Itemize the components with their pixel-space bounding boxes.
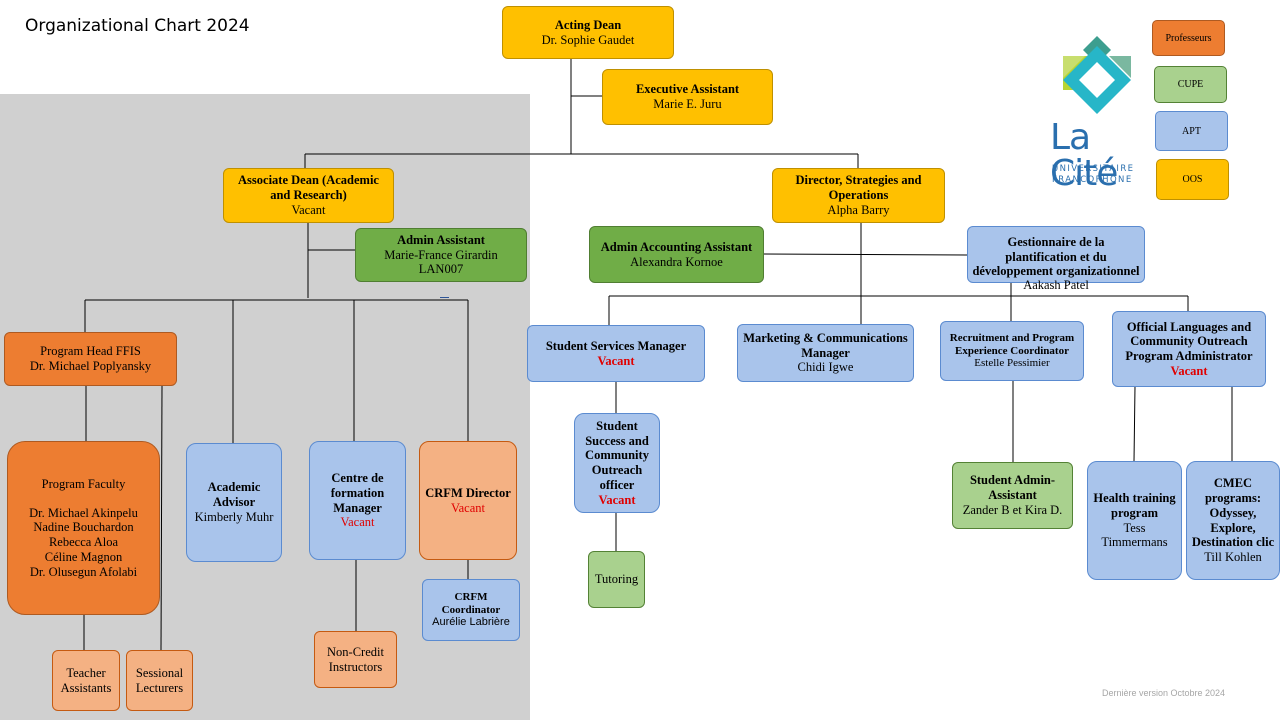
cmec-box: CMEC programs: Odyssey, Explore, Destina… [1186,461,1280,580]
legend-professeurs: Professeurs [1152,20,1225,56]
student-services-name: Vacant [597,353,635,368]
teacher-assistants-box: Teacher Assistants [52,650,120,711]
footer-version: Dernière version Octobre 2024 [1102,688,1226,698]
marketing-box: Marketing & Communications Manager Chidi… [737,324,914,382]
non-credit-title: Non-Credit Instructors [327,644,384,674]
program-faculty-title: Program Faculty [41,476,126,491]
admin-accounting-title: Admin Accounting Assistant [600,239,753,254]
program-head-box: Program Head FFIS Dr. Michael Poplyansky [4,332,177,386]
official-languages-box: Official Languages and Community Outreac… [1112,311,1266,387]
gestionnaire-name: Aakash Patel [1023,277,1089,292]
crfm-director-box: CRFM Director Vacant [419,441,517,560]
health-training-box: Health training program Tess Timmermans [1087,461,1182,580]
crfm-coordinator-box: CRFM Coordinator Aurélie Labrière [422,579,520,641]
acting-dean-box: Acting Dean Dr. Sophie Gaudet [502,6,674,59]
official-languages-title: Official Languages and Community Outreac… [1125,319,1253,364]
gestionnaire-title: Gestionnaire de la plantification et du … [972,234,1140,279]
legend-oos: OOS [1156,159,1229,200]
admin-assistant-box: Admin Assistant Marie-France Girardin LA… [355,228,527,282]
director-box: Director, Strategies and Operations Alph… [772,168,945,223]
faculty-member: Céline Magnon [44,549,123,564]
admin-assistant-name: Marie-France Girardin [384,247,498,262]
associate-dean-title: Associate Dean (Academic and Research) [238,173,379,203]
marketing-name: Chidi Igwe [797,360,854,375]
crfm-coordinator-name: Aurélie Labrière [432,616,510,629]
faculty-member: Dr. Olusegun Afolabi [29,564,138,579]
associate-dean-name: Vacant [291,202,326,217]
associate-dean-box: Associate Dean (Academic and Research) V… [223,168,394,223]
executive-assistant-title: Executive Assistant [635,82,740,97]
executive-assistant-box: Executive Assistant Marie E. Juru [602,69,773,125]
logo-brand: La Cité [1050,117,1118,194]
legend-label: OOS [1182,174,1203,185]
cmec-title: CMEC programs: Odyssey, Explore, Destina… [1191,476,1275,550]
recruitment-name: Estelle Pessimier [974,357,1050,370]
sessional-lecturers-title: Sessional Lecturers [135,665,184,695]
small-mark [440,297,449,298]
crfm-director-title: CRFM Director [425,485,511,500]
gestionnaire-box: Gestionnaire de la plantification et du … [967,226,1145,283]
logo-tagline-2: FRANCOPHONE [1052,175,1133,185]
student-success-name: Vacant [598,492,636,507]
tutoring-box: Tutoring [588,551,645,608]
admin-assistant-title: Admin Assistant [397,232,485,247]
recruitment-box: Recruitment and Program Experience Coord… [940,321,1084,381]
official-languages-name: Vacant [1170,363,1208,378]
faculty-member: Dr. Michael Akinpelu [29,505,138,520]
program-faculty-box: Program Faculty Dr. Michael Akinpelu Nad… [7,441,160,615]
health-training-name: Tess Timmermans [1101,520,1168,550]
legend-apt: APT [1155,111,1228,151]
crfm-coordinator-title: CRFM Coordinator [441,590,501,616]
student-admin-title: Student Admin-Assistant [969,473,1056,503]
health-training-title: Health training program [1093,491,1176,520]
sessional-lecturers-box: Sessional Lecturers [126,650,193,711]
marketing-title: Marketing & Communications Manager [743,330,908,360]
student-admin-name: Zander B et Kira D. [962,502,1063,517]
la-cite-logo-mark [1063,36,1131,114]
faculty-member: Nadine Bouchardon [33,520,134,535]
teacher-assistants-title: Teacher Assistants [60,665,112,695]
director-name: Alpha Barry [827,202,890,217]
legend-cupe: CUPE [1154,66,1227,103]
la-cite-logo: La Cité UNIVERSITAIRE FRANCOPHONE [1045,36,1155,192]
centre-formation-box: Centre de formation Manager Vacant [309,441,406,560]
student-services-box: Student Services Manager Vacant [527,325,705,382]
academic-advisor-box: Academic Advisor Kimberly Muhr [186,443,282,562]
academic-advisor-name: Kimberly Muhr [194,509,274,524]
student-services-title: Student Services Manager [545,338,687,353]
executive-assistant-name: Marie E. Juru [653,97,722,111]
legend-label: Professeurs [1165,32,1212,44]
admin-assistant-room: LAN007 [418,262,464,277]
legend-label: CUPE [1177,79,1204,90]
tutoring-title: Tutoring [594,572,639,587]
centre-formation-name: Vacant [340,515,375,530]
admin-accounting-box: Admin Accounting Assistant Alexandra Kor… [589,226,764,283]
gestionnaire-name-wrap: Aakash Patel [967,277,1145,293]
student-success-box: Student Success and Community Outreach o… [574,413,660,513]
crfm-director-name: Vacant [450,500,485,515]
non-credit-box: Non-Credit Instructors [314,631,397,688]
acting-dean-title: Acting Dean [554,17,622,32]
acting-dean-name: Dr. Sophie Gaudet [541,32,635,47]
student-admin-box: Student Admin-Assistant Zander B et Kira… [952,462,1073,529]
recruitment-title: Recruitment and Program Experience Coord… [949,331,1075,357]
chart-title: Organizational Chart 2024 [25,16,250,36]
centre-formation-title: Centre de formation Manager [330,471,385,515]
logo-tagline-1: UNIVERSITAIRE [1052,164,1135,174]
cmec-name: Till Kohlen [1204,550,1262,564]
academic-advisor-title: Academic Advisor [207,480,261,510]
legend-label: APT [1182,125,1201,137]
program-head-name: Dr. Michael Poplyansky [29,359,152,373]
faculty-member: Rebecca Aloa [48,535,119,549]
director-title: Director, Strategies and Operations [795,173,922,203]
student-success-title: Student Success and Community Outreach o… [585,418,649,492]
program-head-title: Program Head FFIS [40,344,141,359]
admin-accounting-name: Alexandra Kornoe [630,254,723,269]
